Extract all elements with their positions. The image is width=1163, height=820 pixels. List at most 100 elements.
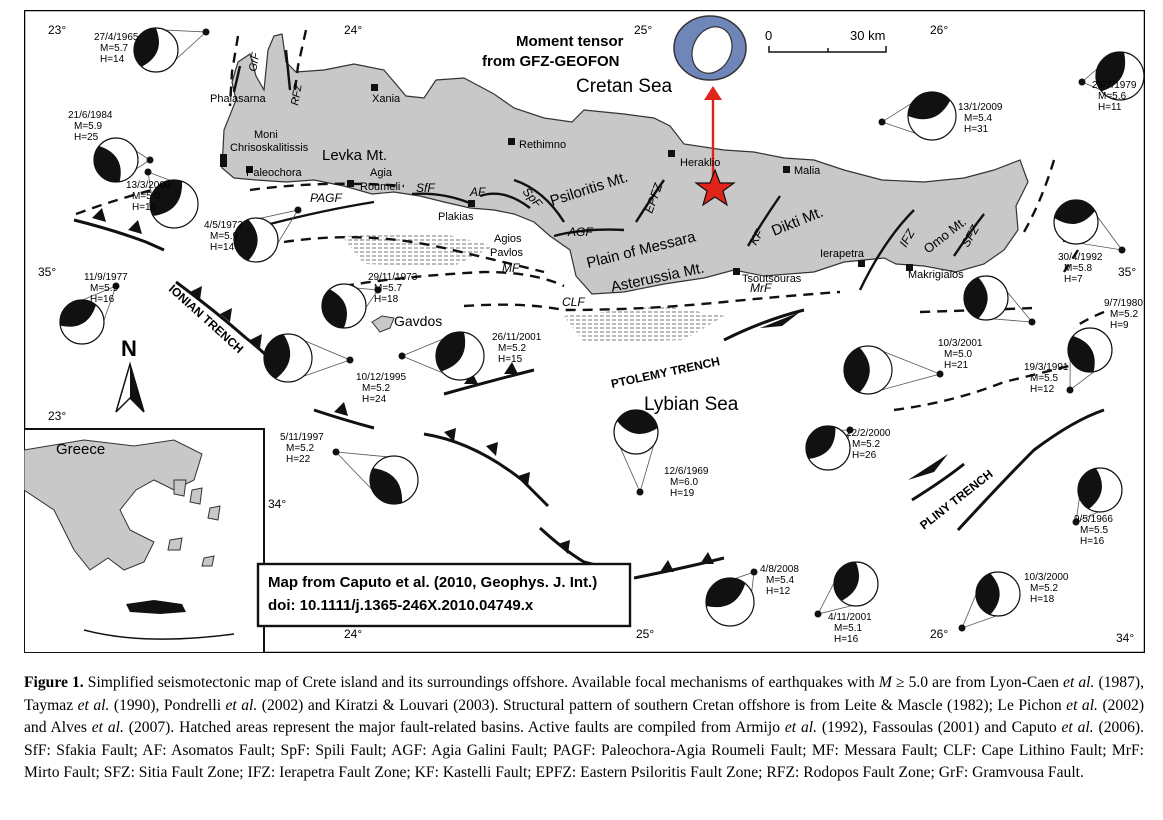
event-h: H=12 bbox=[1030, 384, 1055, 395]
moment-tensor-title: from GFZ-GEOFON bbox=[482, 53, 620, 70]
event-date: 30/4/1992 bbox=[1058, 252, 1103, 263]
event-h: H=31 bbox=[964, 124, 989, 135]
fault-label: SfF bbox=[416, 181, 435, 195]
event-date: 11/9/1977 bbox=[84, 272, 128, 283]
latitude-label: 34° bbox=[1116, 631, 1134, 645]
focal-mechanism bbox=[233, 206, 302, 263]
focal-mechanism bbox=[705, 568, 758, 627]
event-m: M=5.2 bbox=[362, 383, 391, 394]
longitude-label: 26° bbox=[930, 627, 948, 641]
caption-segment: (1987), Taymaz bbox=[24, 674, 1144, 714]
event-m: M=5.7 bbox=[374, 283, 403, 294]
caption-segment: et al. bbox=[1061, 719, 1094, 736]
event-h: H=22 bbox=[286, 454, 311, 465]
caption-label: Figure 1. bbox=[24, 674, 84, 691]
longitude-label: 26° bbox=[930, 23, 948, 37]
seismotectonic-map-figure: 23° 24° 25° 26° 24° 25° 26° 34° 35° 23° … bbox=[24, 10, 1145, 653]
event-m: M=5.9 bbox=[210, 231, 239, 242]
event-m: M=5.0 bbox=[132, 191, 161, 202]
fault-label: MrF bbox=[750, 281, 772, 295]
event-date: 9/7/1980 bbox=[1104, 298, 1143, 309]
trench-label: PLINY TRENCH bbox=[917, 467, 995, 532]
caption-segment: (1990), Pondrelli bbox=[109, 696, 226, 714]
event-date: 22/2/2000 bbox=[846, 428, 891, 439]
event-h: H=26 bbox=[852, 450, 877, 461]
caption-text: Simplified seismotectonic map of Crete i… bbox=[24, 674, 1144, 781]
event-date: 10/3/2001 bbox=[938, 338, 983, 349]
event-m: M=5.5 bbox=[1080, 525, 1109, 536]
place-label: Roumeli bbox=[360, 181, 400, 193]
event-date: 13/3/2000 bbox=[126, 180, 171, 191]
event-h: H=15 bbox=[498, 354, 523, 365]
longitude-label: 24° bbox=[344, 627, 362, 641]
event-date: 23/7/1979 bbox=[1092, 80, 1137, 91]
place-label: Paleochora bbox=[246, 167, 303, 179]
caption-segment: (2006). SfF: Sfakia Fault; AF: Asomatos … bbox=[24, 719, 1144, 781]
event-h: H=15 bbox=[132, 202, 157, 213]
place-label: Malia bbox=[794, 165, 821, 177]
event-h: H=16 bbox=[834, 634, 859, 645]
fault-label: KF bbox=[746, 227, 766, 248]
gavdos-island bbox=[371, 315, 395, 333]
caption-segment: et al. bbox=[225, 696, 258, 714]
moment-tensor-title: Moment tensor bbox=[516, 33, 624, 50]
event-h: H=7 bbox=[1064, 274, 1083, 285]
map-frame bbox=[24, 10, 1145, 653]
event-m: M=5.4 bbox=[964, 113, 993, 124]
focal-mechanism bbox=[1078, 51, 1145, 101]
basin-hatch bbox=[564, 306, 724, 342]
focal-mechanism bbox=[332, 448, 419, 505]
fault-label: RFZ bbox=[289, 82, 305, 106]
event-date: 12/6/1969 bbox=[664, 466, 709, 477]
crete-island bbox=[221, 33, 1029, 295]
event-m: M=5.1 bbox=[834, 623, 863, 634]
event-h: H=12 bbox=[766, 586, 791, 597]
event-h: H=24 bbox=[362, 394, 387, 405]
event-m: M=5.2 bbox=[852, 439, 881, 450]
place-label: Moni bbox=[254, 129, 278, 141]
focal-mechanism bbox=[1066, 327, 1113, 394]
place-label: Rethimno bbox=[519, 139, 566, 151]
place-label: Agios bbox=[494, 233, 522, 245]
place-label: Levka Mt. bbox=[322, 147, 387, 164]
fault-label: CLF bbox=[562, 295, 585, 309]
caption-segment: (2007). Hatched areas represent the majo… bbox=[123, 719, 785, 736]
basin-hatch bbox=[342, 234, 494, 266]
caption-segment: et al. bbox=[91, 719, 124, 736]
longitude-label: 24° bbox=[344, 23, 362, 37]
event-m: M=5.2 bbox=[1110, 309, 1139, 320]
source-text: doi: 10.1111/j.1365-246X.2010.04749.x bbox=[268, 597, 534, 614]
event-h: H=16 bbox=[1080, 536, 1105, 547]
focal-mechanisms bbox=[59, 27, 1145, 632]
north-arrow bbox=[115, 361, 145, 413]
event-m: M=5.2 bbox=[1030, 583, 1059, 594]
event-h: H=21 bbox=[944, 360, 969, 371]
caption-segment: ≥ 5.0 are from Lyon-Caen bbox=[891, 674, 1064, 691]
event-date: 5/11/1997 bbox=[280, 432, 324, 443]
focal-mechanism bbox=[878, 91, 957, 141]
event-m: M=6.0 bbox=[670, 477, 699, 488]
caption-segment: et al. bbox=[784, 719, 818, 736]
event-date: 13/1/2009 bbox=[958, 102, 1003, 113]
place-label: Agia bbox=[370, 167, 393, 179]
event-m: M=5.2 bbox=[286, 443, 315, 454]
longitude-label: 23° bbox=[48, 23, 66, 37]
event-date: 19/3/1991 bbox=[1024, 362, 1069, 373]
caption-segment: (2002) and Alves bbox=[24, 696, 1145, 737]
crete-map: 23° 24° 25° 26° 24° 25° 26° 34° 35° 23° … bbox=[24, 10, 1145, 653]
event-h: H=25 bbox=[74, 132, 99, 143]
event-date: 4/5/1972 bbox=[204, 220, 243, 231]
